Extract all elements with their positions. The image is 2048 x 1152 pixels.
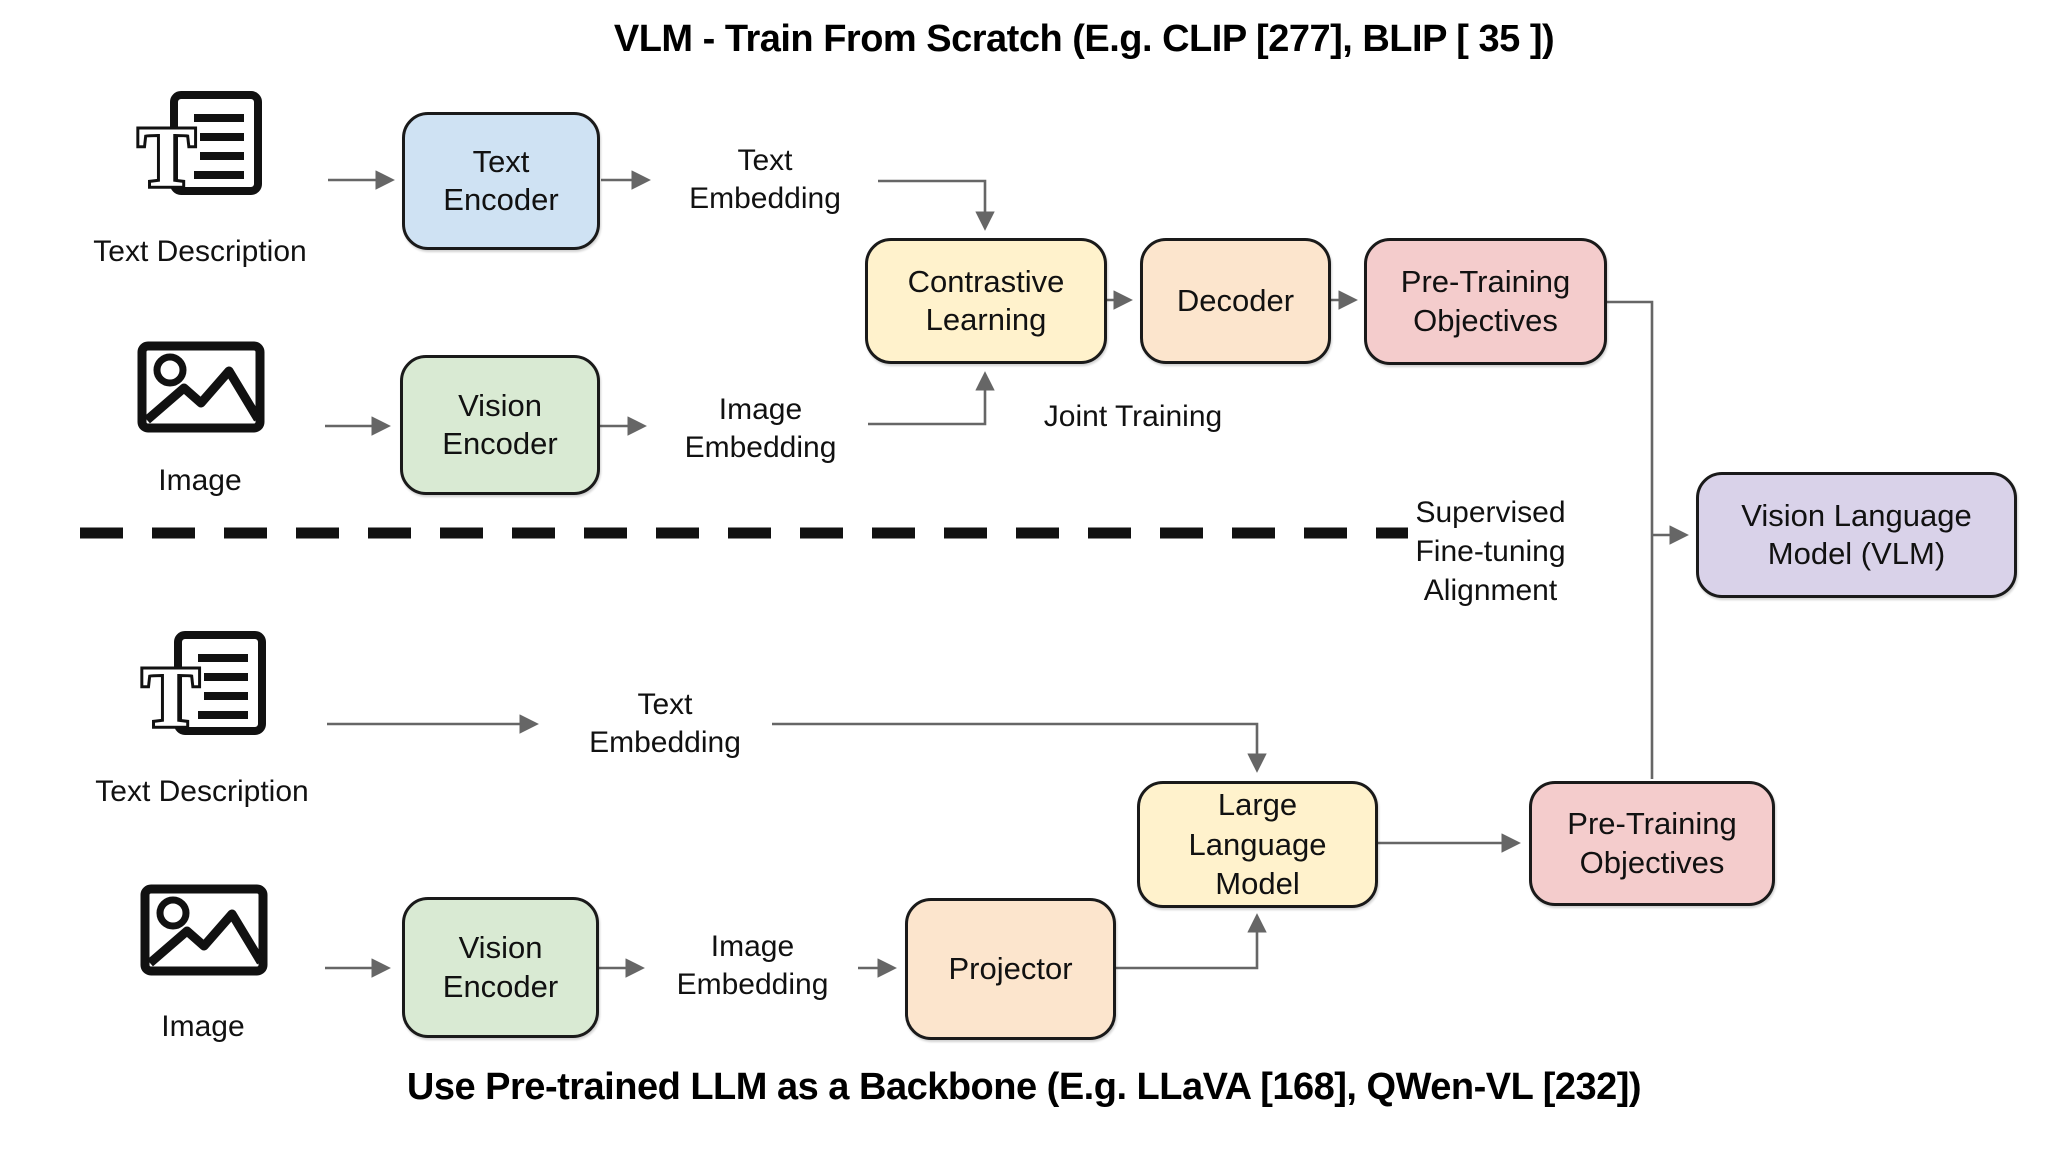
image-embedding-label: Image Embedding xyxy=(684,393,837,464)
image-label: Image xyxy=(158,464,242,497)
arrow-textembedding-to-contrastive xyxy=(878,179,995,231)
image-embedding-label: Image Embedding xyxy=(676,930,829,1001)
large-language-model-box: Large Language Model xyxy=(1137,781,1378,908)
text-description-label: Text Description xyxy=(93,235,307,268)
svg-text:T: T xyxy=(138,109,195,200)
text-embedding-label: Text Embedding xyxy=(689,144,841,215)
vision-encoder-box: Vision Encoder xyxy=(402,897,599,1038)
arrow-textembedding2-to-llm xyxy=(772,722,1267,773)
bottom-section-title: Use Pre-trained LLM as a Backbone (E.g. … xyxy=(406,1066,1642,1108)
text-description-label: Text Description xyxy=(95,775,309,808)
text-document-icon: T xyxy=(140,631,266,740)
image-label: Image xyxy=(161,1010,245,1043)
arrow-projector-to-llm xyxy=(1116,913,1267,970)
vision-encoder-box: Vision Encoder xyxy=(400,355,600,495)
arrow-imageembedding-to-contrastive xyxy=(868,371,995,426)
svg-text:T: T xyxy=(142,649,199,740)
top-section-title: VLM - Train From Scratch (E.g. CLIP [277… xyxy=(613,18,1555,60)
image-icon xyxy=(140,884,268,976)
text-encoder-box: Text Encoder xyxy=(402,112,600,250)
vision-language-model-box: Vision Language Model (VLM) xyxy=(1696,472,2017,598)
text-embedding-label: Text Embedding xyxy=(589,688,741,759)
pretraining-objectives-bottom-box: Pre-Training Objectives xyxy=(1529,781,1775,906)
supervised-finetuning-alignment-label: Supervised Fine-tuning Alignment xyxy=(1415,496,1566,607)
joint-training-label: Joint Training xyxy=(1043,400,1223,433)
text-document-icon: T xyxy=(136,91,262,200)
pretraining-objectives-top-box: Pre-Training Objectives xyxy=(1364,238,1607,365)
image-icon xyxy=(137,341,265,433)
projector-box: Projector xyxy=(905,898,1116,1040)
trunk-pretraining-junction xyxy=(1607,300,1654,779)
contrastive-learning-box: Contrastive Learning xyxy=(865,238,1107,364)
decoder-box: Decoder xyxy=(1140,238,1331,364)
